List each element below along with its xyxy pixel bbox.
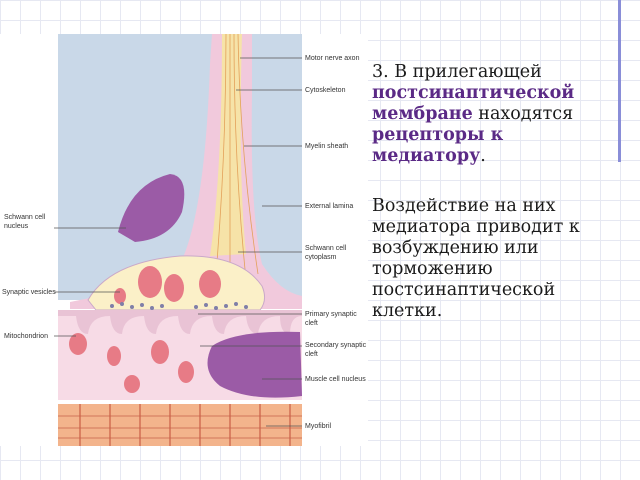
label-synaptic-vesicles: Synaptic vesicles <box>2 289 56 296</box>
label-cytoskeleton: Cytoskeleton <box>305 87 346 94</box>
synapse-diagram: Motor nerve axon Cytoskeleton Myelin she… <box>0 34 368 446</box>
myofibril-bands <box>79 404 291 446</box>
label-schwann-cell-cytoplasm-line1: Schwann cell <box>305 245 347 252</box>
p1-middle: находятся <box>472 104 574 124</box>
label-myelin-sheath: Myelin sheath <box>305 143 348 150</box>
label-secondary-synaptic-cleft-line1: Secondary synaptic <box>305 342 367 349</box>
label-mitochondrion: Mitochondrion <box>4 333 48 340</box>
label-external-lamina: External lamina <box>305 203 353 210</box>
mitochondrion <box>107 346 121 366</box>
myofibril <box>58 404 302 446</box>
mitochondrion <box>138 266 162 298</box>
mitochondrion <box>114 288 126 304</box>
label-schwann-cell-nucleus-line1: Schwann cell <box>4 214 46 221</box>
mitochondrion <box>164 274 184 302</box>
label-myofibril: Myofibril <box>305 423 332 430</box>
p1-emphasis-membrane: постсинаптической мембране <box>372 83 575 124</box>
label-primary-synaptic-cleft-line2: cleft <box>305 320 318 327</box>
label-schwann-cell-nucleus-line2: nucleus <box>4 223 29 230</box>
p1-emphasis-receptors: рецепторы к медиатору <box>372 125 504 166</box>
p1-end: . <box>480 146 486 166</box>
leader-lines <box>54 57 302 427</box>
cytoskeleton-strands <box>215 34 259 284</box>
myofibril-striations <box>58 415 302 439</box>
paragraph-receptors: 3. В прилегающей постсинаптической мембр… <box>372 62 622 167</box>
label-secondary-synaptic-cleft-line2: cleft <box>305 351 318 358</box>
label-motor-nerve-axon: Motor nerve axon <box>305 55 360 62</box>
mitochondrion <box>178 361 194 383</box>
mitochondrion <box>69 333 87 355</box>
label-primary-synaptic-cleft-line1: Primary synaptic <box>305 311 357 318</box>
paragraph-effect: Воздействие на них медиатора приводит к … <box>372 196 580 321</box>
label-schwann-cell-cytoplasm-line2: cytoplasm <box>305 254 337 261</box>
p1-prefix: 3. В прилегающей <box>372 62 542 82</box>
label-muscle-cell-nucleus: Muscle cell nucleus <box>305 376 366 383</box>
mitochondrion <box>124 375 140 393</box>
schwann-cell-nucleus <box>118 174 185 242</box>
muscle-cell-nucleus <box>207 331 302 398</box>
mitochondrion <box>151 340 169 364</box>
slide-text: 3. В прилегающей постсинаптической мембр… <box>372 62 622 322</box>
mitochondrion <box>199 270 221 298</box>
neuromuscular-junction-illustration: Motor nerve axon Cytoskeleton Myelin she… <box>0 34 367 446</box>
junctional-folds <box>58 310 302 334</box>
synaptic-vesicles <box>110 302 248 310</box>
slide-accent-line <box>618 0 621 162</box>
motor-nerve-axon <box>210 34 246 256</box>
